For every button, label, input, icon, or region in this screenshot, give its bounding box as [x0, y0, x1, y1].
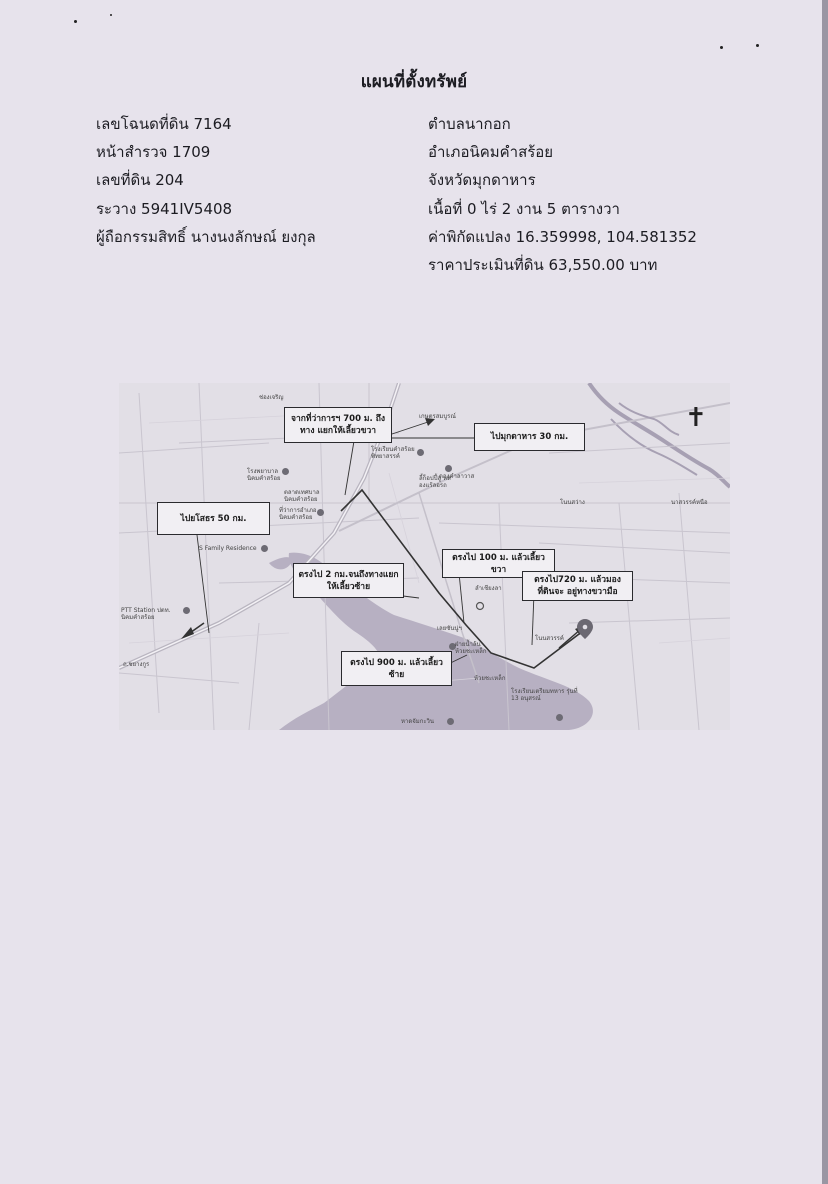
- place-label: โนนสว่าง: [560, 499, 585, 506]
- place-marker-icon: [449, 643, 456, 650]
- place-label: เลยซันนู่ฯ: [437, 625, 462, 632]
- place-label: PTT Station ปตท. นิคมคำสร้อย: [121, 607, 171, 621]
- place-label: ที่ว่าการอำเภอ นิคมคำสร้อย: [279, 507, 317, 521]
- north-arrow-icon: ✝: [685, 403, 707, 433]
- route-line: [340, 488, 588, 669]
- place-label: โรงเรียนคำสร้อย พิทยาสรรค์: [371, 446, 415, 460]
- place-marker-icon: [556, 714, 563, 721]
- arrow-head: [181, 627, 194, 639]
- place-label: โรงพยาบาล นิคมคำสร้อย: [247, 468, 281, 482]
- place-label: ช่องเจริญ: [259, 394, 284, 401]
- callout-to-mukdahan: ไปมุกดาหาร 30 กม.: [474, 423, 585, 451]
- place-marker-icon: [445, 465, 452, 472]
- place-marker-icon: [183, 607, 190, 614]
- scan-speck: [756, 44, 759, 47]
- river: [587, 383, 730, 489]
- place-label: ตลาดเทศบาล นิคมคำสร้อย: [284, 489, 320, 503]
- survey-page: หน้าสำรวจ 1709: [96, 143, 211, 162]
- scan-speck: [720, 46, 723, 49]
- owner: ผู้ถือกรรมสิทธิ์ นางนงลักษณ์ ยงกุล: [96, 227, 316, 246]
- place-label: นาสวรรค์หนือ: [671, 499, 708, 506]
- page-title: แผนที่ตั้งทรัพย์: [360, 72, 468, 92]
- place-marker-icon: [447, 718, 454, 725]
- place-label: ห้วยชะเหล็ก: [474, 675, 506, 682]
- location-map: ✝ ช่องเจริญ โรงพยาบาล นิคมคำสร้อย ตลาดเท…: [119, 383, 730, 730]
- place-label: โรงเรียนเตรียมทหาร รุ่นที่ 13 อนุสรณ์: [511, 688, 578, 702]
- place-label: หาดจัมกะวิน: [401, 718, 435, 725]
- map-sheet: ระวาง 5941IV5408: [96, 199, 233, 218]
- callout-turn-right: จากที่ว่าการฯ 700 ม. ถึงทาง แยกให้เลี้ยว…: [284, 407, 392, 443]
- land-number: เลขที่ดิน 204: [96, 171, 184, 190]
- place-label: S Family Residence: [199, 545, 257, 552]
- scan-speck: [110, 14, 112, 16]
- district: อำเภอนิคมคำสร้อย: [428, 143, 554, 162]
- land-area: เนื้อที่ 0 ไร่ 2 งาน 5 ตารางวา: [428, 199, 620, 218]
- place-label: ฝ่ายน้ำล้น ห้วยชะเหล็ก: [455, 641, 487, 655]
- appraised-price: ราคาประเมินที่ดิน 63,550.00 บาท: [428, 256, 658, 275]
- subdistrict: ตำบลนากอก: [428, 115, 511, 133]
- scan-speck: [74, 20, 77, 23]
- deed-number: เลขโฉนดที่ดิน 7164: [96, 115, 232, 133]
- place-marker-icon: [417, 449, 424, 456]
- place-label: เกษตรสมบูรณ์: [419, 413, 456, 420]
- place-marker-icon: [282, 468, 289, 475]
- page-edge: [822, 0, 828, 1184]
- place-label: โนนสวรรค์: [535, 635, 564, 642]
- callout-go-720m: ตรงไป720 ม. แล้วมองที่ดินจะ อยู่ทางขวามื…: [522, 571, 633, 601]
- place-label: ลำเชียงลา: [475, 585, 502, 592]
- arrow-head: [425, 418, 435, 426]
- province: จังหวัดมุกดาหาร: [428, 171, 536, 190]
- place-label: ดองคำลาวาส: [439, 473, 475, 480]
- callout-go-900m: ตรงไป 900 ม. แล้วเลี้ยวซ้าย: [341, 651, 452, 686]
- parcel-info: เลขโฉนดที่ดิน 7164 หน้าสำรวจ 1709 เลขที่…: [96, 110, 316, 251]
- callout-go-2km: ตรงไป 2 กม.จนถึงทางแยก ให้เลี้ยวซ้าย: [293, 563, 404, 598]
- location-info: ตำบลนากอก อำเภอนิคมคำสร้อย จังหวัดมุกดาห…: [428, 110, 697, 279]
- coordinates: ค่าพิกัดแปลง 16.359998, 104.581352: [428, 227, 697, 246]
- place-marker-icon: [261, 545, 268, 552]
- place-label: ถ.ชยางกูร: [123, 661, 150, 668]
- place-label: ลี้ก็อปปี้ลู หลองแร้ลอรถ: [419, 475, 451, 489]
- callout-to-yasothon: ไปยโสธร 50 กม.: [157, 502, 270, 535]
- place-marker-icon: [317, 509, 324, 516]
